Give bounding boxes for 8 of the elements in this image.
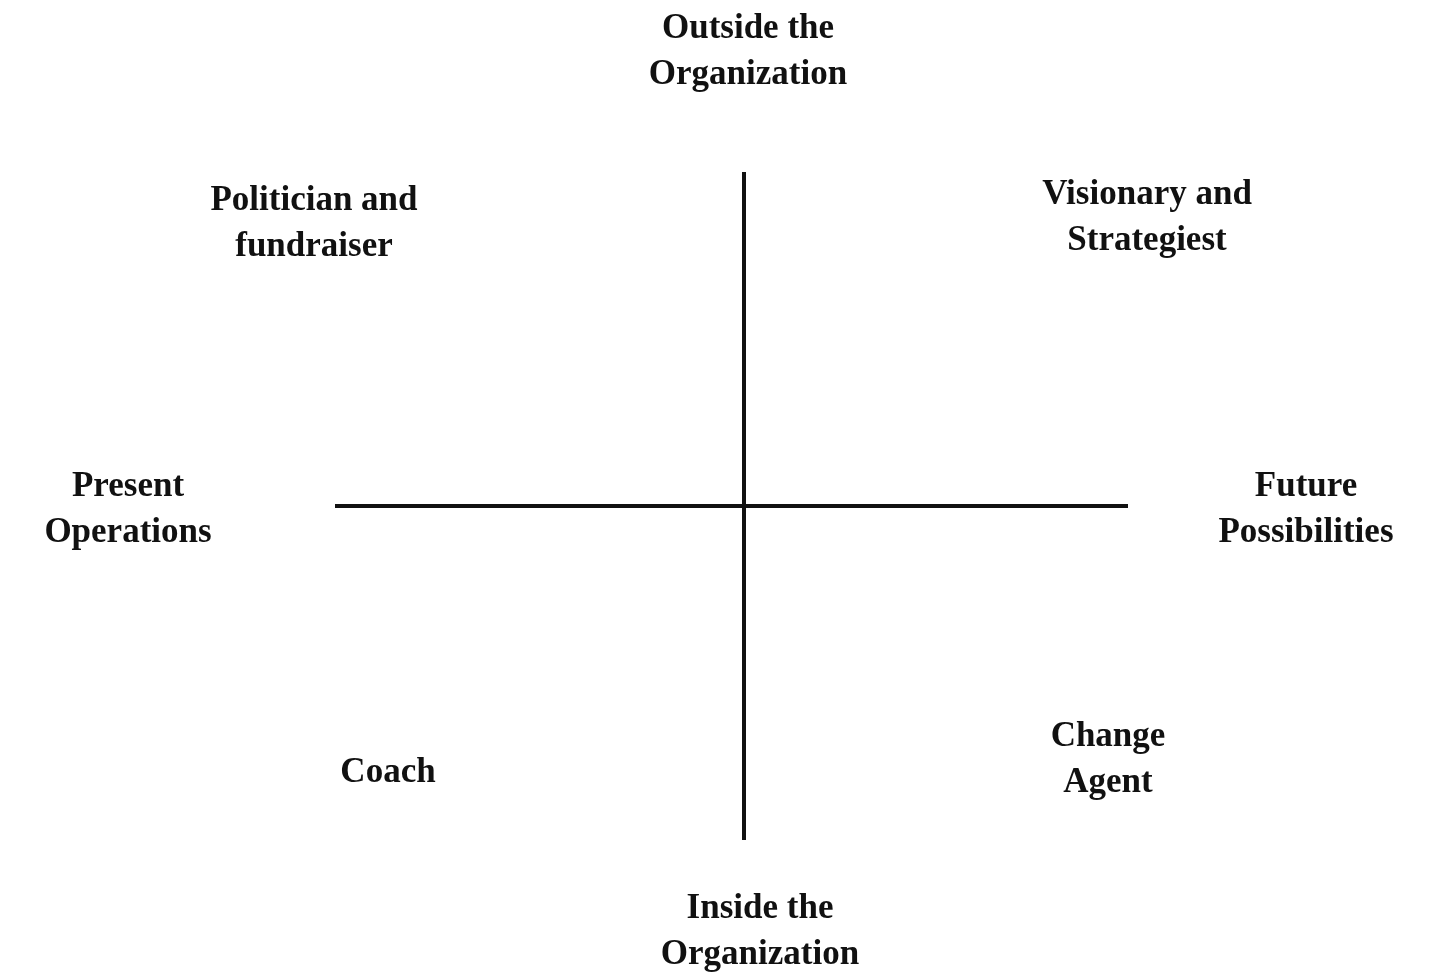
axis-label: Inside the Organization [659, 886, 861, 974]
quadrant-label: Politician and fundraiser [209, 178, 419, 266]
quadrant-label: Visionary and Strategiest [1041, 172, 1253, 260]
axis-label: Present Operations [43, 464, 213, 552]
axis-label: Future Possibilities [1217, 464, 1395, 552]
quadrant-label: Coach [339, 750, 437, 792]
axis-label: Outside the Organization [647, 6, 849, 94]
quadrant-label: Change Agent [1049, 714, 1167, 802]
